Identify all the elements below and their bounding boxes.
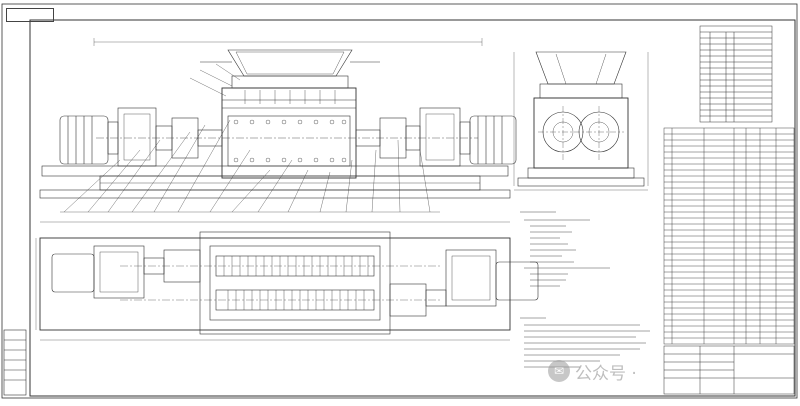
wechat-icon: ✉ bbox=[548, 360, 570, 382]
leader-lines bbox=[63, 63, 431, 213]
housing-bolts bbox=[233, 119, 347, 163]
front-view bbox=[39, 38, 517, 213]
side-view bbox=[513, 51, 649, 191]
outer-border bbox=[1, 3, 798, 399]
title-block bbox=[663, 345, 795, 395]
revision-strip bbox=[3, 329, 27, 396]
watermark-label: 公众号 · bbox=[575, 363, 637, 384]
drawing-code-box bbox=[6, 8, 54, 22]
plan-view bbox=[35, 221, 539, 341]
rotor-blades bbox=[223, 256, 369, 310]
inner-border bbox=[29, 19, 796, 397]
parameter-table bbox=[699, 25, 773, 123]
watermark: ✉ 公众号 · bbox=[548, 358, 637, 384]
parts-list bbox=[663, 127, 795, 345]
technical-notes bbox=[520, 211, 650, 368]
